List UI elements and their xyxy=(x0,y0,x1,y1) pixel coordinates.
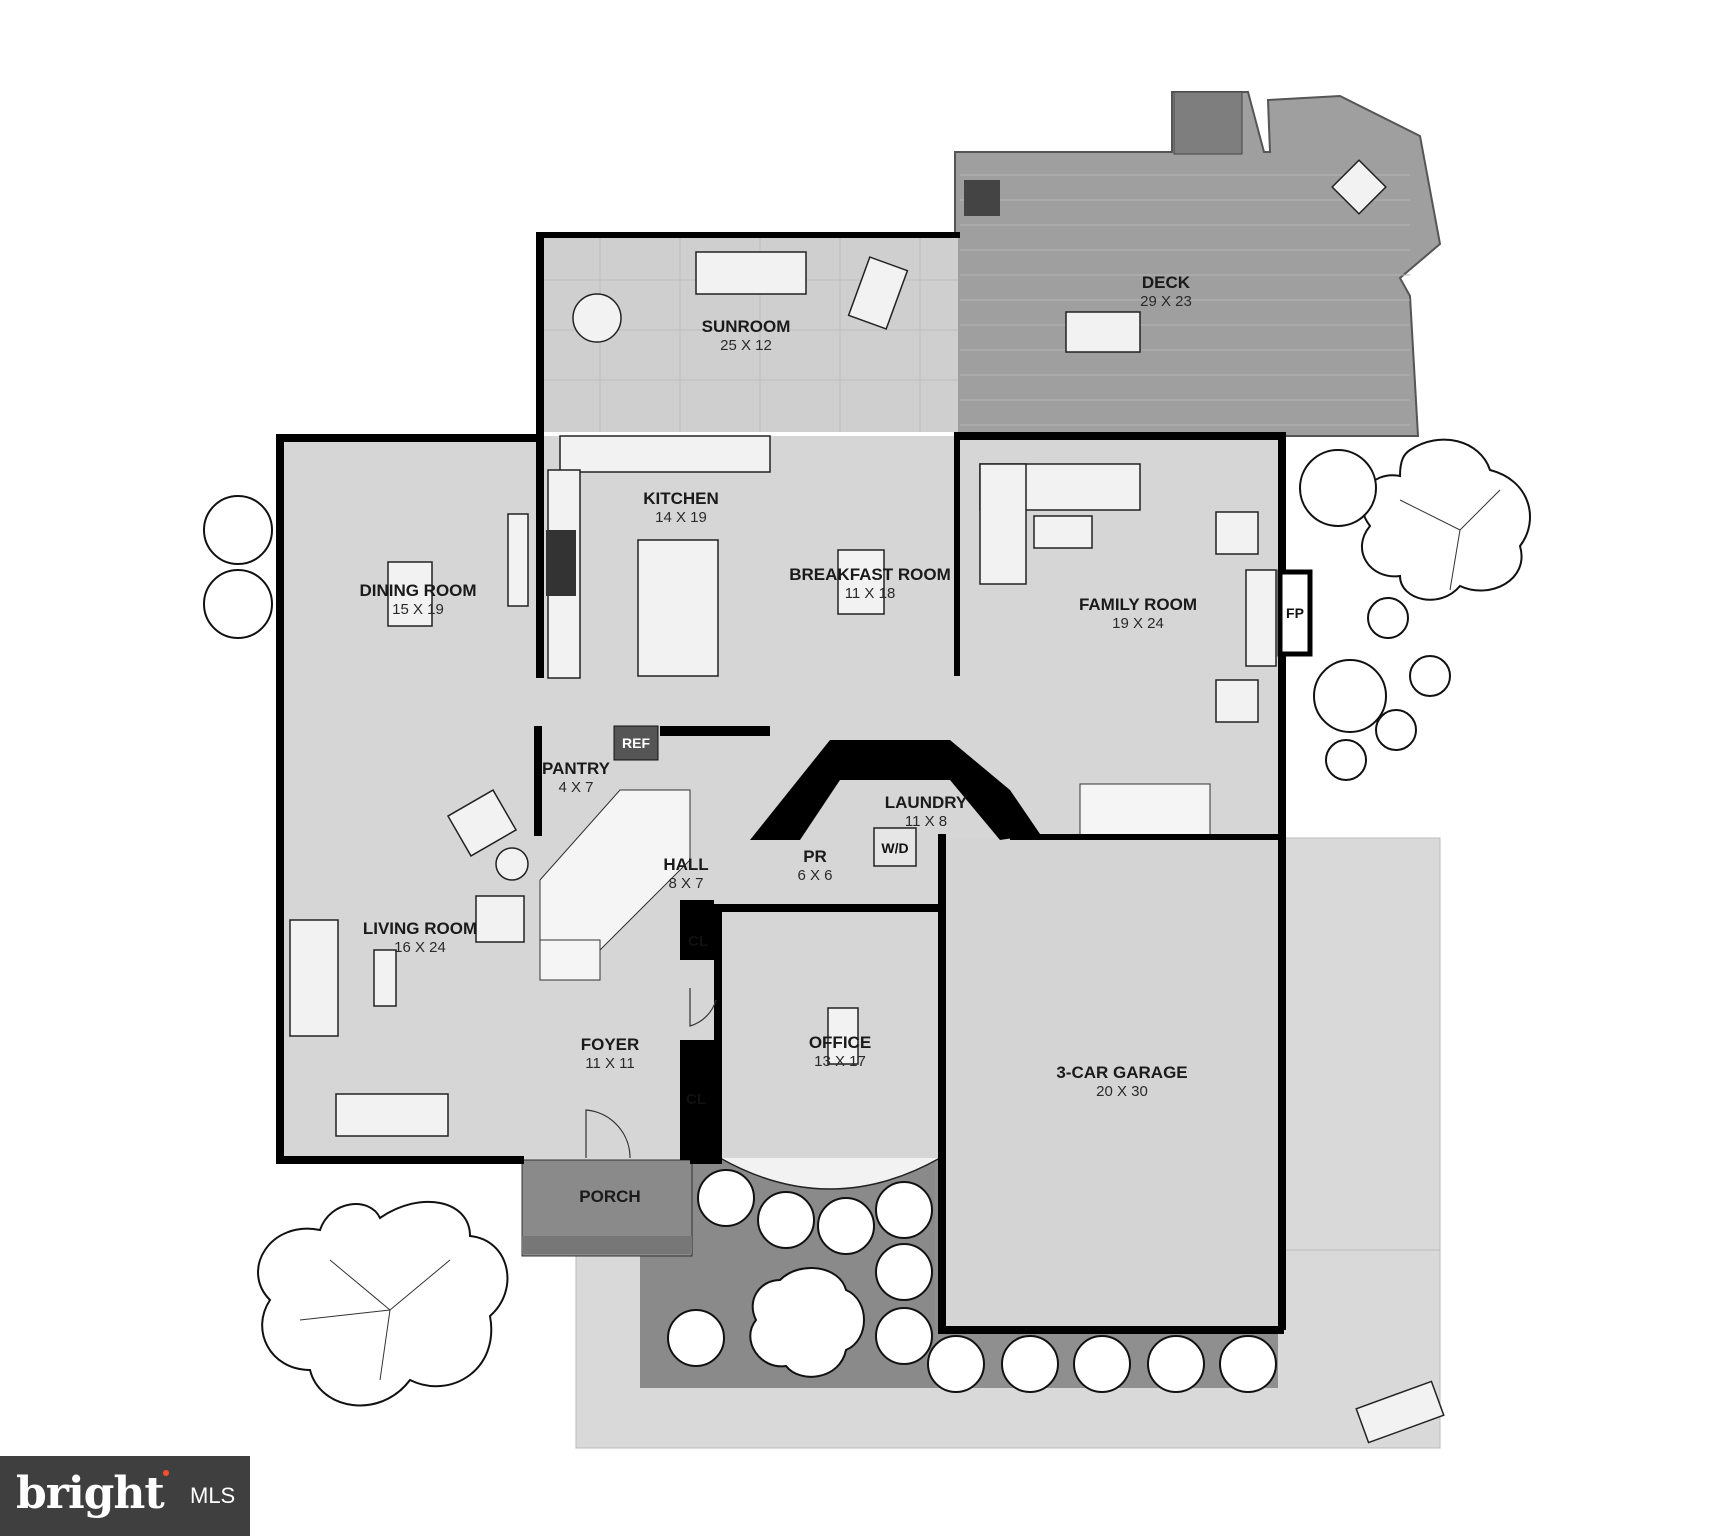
tree-garden xyxy=(749,1266,865,1378)
house-floor xyxy=(280,436,1282,1330)
deck-dims: 29 X 23 xyxy=(1140,293,1192,310)
logo-suffix: MLS xyxy=(190,1483,236,1508)
deck-name: DECK xyxy=(1142,273,1191,292)
office-door-swing xyxy=(689,988,717,1027)
office-name: OFFICE xyxy=(809,1033,871,1052)
kitchen-name: KITCHEN xyxy=(643,489,719,508)
sunroom-dims: 25 X 12 xyxy=(720,337,772,354)
kitchen-island xyxy=(637,539,719,677)
living-armchair-2 xyxy=(475,895,525,943)
garage-name: 3-CAR GARAGE xyxy=(1056,1063,1187,1082)
tree-large-front xyxy=(257,1200,509,1407)
kitchen-counter-top xyxy=(559,435,771,473)
deck-board-lines xyxy=(960,174,1410,426)
bright-mls-logo: bright MLS xyxy=(0,1456,250,1536)
porch-name: PORCH xyxy=(579,1187,640,1206)
living-sofa-2 xyxy=(335,1093,449,1137)
living-coffee-table xyxy=(373,949,397,1007)
ref-label: REF xyxy=(622,735,650,751)
ref xyxy=(613,725,659,761)
fireplace-hearth xyxy=(1245,569,1277,667)
foyer-dims: 11 X 11 xyxy=(585,1055,634,1072)
basement-stairs xyxy=(1079,783,1211,837)
living-armchair-1 xyxy=(446,789,518,857)
pr-name: PR xyxy=(803,847,827,866)
fp-label: FP xyxy=(1286,605,1304,621)
office-desk xyxy=(827,1007,859,1065)
pr-dims: 6 X 6 xyxy=(797,867,832,884)
family-name: FAMILY ROOM xyxy=(1079,595,1197,614)
deck-grill xyxy=(964,180,1000,216)
cl-upper-label: CL xyxy=(688,933,708,950)
cl-lower-label: CL xyxy=(686,1091,706,1108)
fireplace xyxy=(1277,569,1313,657)
sunroom-name: SUNROOM xyxy=(702,317,791,336)
laundry-name: LAUNDRY xyxy=(885,793,968,812)
coffee-table xyxy=(1033,515,1093,549)
office-dims: 13 X 17 xyxy=(814,1053,866,1070)
dining-dims: 15 X 19 xyxy=(392,601,444,618)
deck-table-small xyxy=(1331,159,1387,215)
breakfast-name: BREAKFAST ROOM xyxy=(789,565,951,584)
dining-buffet xyxy=(507,513,529,607)
foyer-name: FOYER xyxy=(581,1035,640,1054)
pantry-name: PANTRY xyxy=(542,759,611,778)
deck-stairs xyxy=(1173,91,1243,155)
logo-brand: bright xyxy=(16,1468,165,1519)
family-armchair-2 xyxy=(1215,679,1259,723)
family-armchair-1 xyxy=(1215,511,1259,555)
living-dims: 16 X 24 xyxy=(394,939,446,956)
office-bay xyxy=(719,1157,941,1190)
dining-name: DINING ROOM xyxy=(359,581,476,600)
shrubs xyxy=(203,449,1451,1393)
living-side-table xyxy=(495,847,529,881)
walls xyxy=(276,232,1286,1334)
sunroom-round-table xyxy=(572,293,622,343)
porch-step xyxy=(522,1236,692,1254)
garage-dims: 20 X 30 xyxy=(1096,1083,1148,1100)
hall-dims: 8 X 7 xyxy=(668,875,703,892)
logo-accent-dot xyxy=(163,1470,169,1476)
kitchen-dims: 14 X 19 xyxy=(655,509,707,526)
deck-table xyxy=(1065,311,1141,353)
wd-unit xyxy=(873,827,917,867)
pantry-dims: 4 X 7 xyxy=(558,779,593,796)
hall-name: HALL xyxy=(663,855,708,874)
family-dims: 19 X 24 xyxy=(1112,615,1164,632)
breakfast-table xyxy=(837,549,885,615)
room-labels: DECK 29 X 23 SUNROOM 25 X 12 KITCHEN 14 … xyxy=(359,273,1197,1206)
garage-floor xyxy=(940,838,1282,1330)
laundry-dims: 11 X 8 xyxy=(905,813,947,830)
sectional-side xyxy=(979,463,1027,585)
breakfast-dims: 11 X 18 xyxy=(845,585,896,602)
tree-large-right xyxy=(1360,438,1531,601)
main-stairs xyxy=(539,789,691,981)
dining-table xyxy=(387,561,433,627)
front-door-swing xyxy=(585,1109,631,1159)
sunroom-lounger xyxy=(847,256,909,330)
sunroom-sofa xyxy=(695,251,807,295)
living-name: LIVING ROOM xyxy=(363,919,477,938)
range xyxy=(546,530,576,596)
living-sofa xyxy=(289,919,339,1037)
bench xyxy=(1355,1380,1445,1444)
wd-label: W/D xyxy=(881,840,908,856)
